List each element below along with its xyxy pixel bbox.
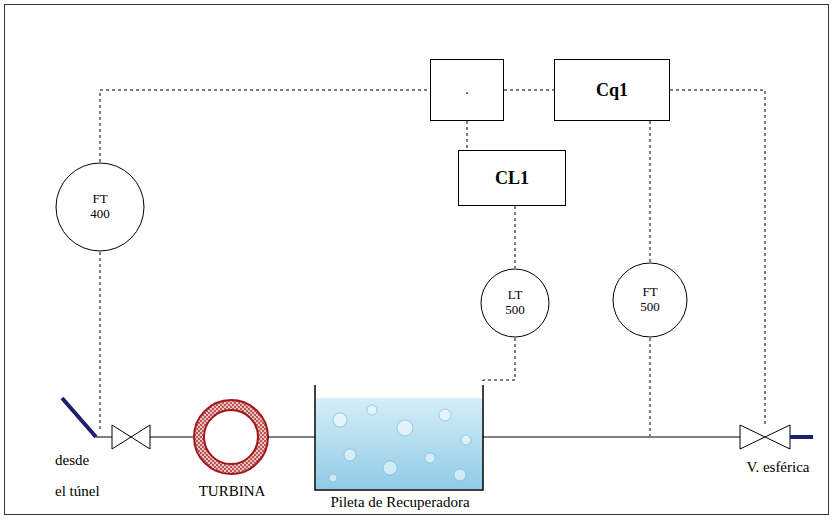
node-text: FT 400 (90, 192, 110, 222)
signal-line (467, 121, 468, 150)
tank-outline (315, 385, 483, 490)
outlet-pipe-end (790, 435, 813, 439)
node-text: . (465, 82, 469, 98)
turbine-symbol (194, 400, 268, 474)
pipe (483, 437, 740, 438)
node-text: CL1 (495, 168, 529, 189)
pipe (150, 437, 193, 438)
drawing-part (461, 435, 471, 445)
inlet-label: el túnel (55, 483, 100, 500)
controller-box: CL1 (458, 150, 566, 206)
signal-line (670, 90, 765, 424)
instrument-circle (613, 263, 687, 337)
node-text: Cq1 (596, 80, 628, 101)
pipe (96, 437, 112, 438)
valve-symbol (112, 425, 150, 449)
signal-line (650, 338, 651, 436)
inlet-label: desde (55, 452, 89, 469)
valve-label: V. esférica (746, 459, 809, 476)
ball-valve-symbol (740, 425, 790, 449)
signal-line (504, 90, 554, 91)
drawing-part (333, 413, 347, 427)
drawing-part (344, 449, 356, 461)
drawing-part (383, 461, 397, 475)
signal-line (100, 90, 430, 162)
signal-line (515, 206, 516, 268)
signal-lines (100, 90, 765, 436)
controller-box: Cq1 (554, 59, 670, 121)
node-text: LT 500 (505, 288, 525, 318)
flow-transmitter: FT 400 (55, 162, 145, 252)
signal-line (483, 338, 515, 384)
signal-line (100, 252, 101, 430)
inlet-pipe-end (62, 398, 96, 437)
tank-label: Pileta de Recuperadora (330, 494, 469, 511)
drawing-part (329, 474, 337, 482)
drawing-part (367, 405, 377, 415)
pipe (268, 437, 315, 438)
water-bubbles (329, 405, 471, 482)
tank-water (316, 398, 483, 489)
summing-box: . (430, 59, 504, 121)
drawing-part (439, 409, 451, 421)
equipment-label: TURBINA (199, 483, 266, 500)
flow-transmitter: FT 500 (612, 262, 688, 338)
drawing-part (454, 469, 466, 481)
instrument-circle (481, 269, 549, 337)
drawing-part (425, 453, 435, 463)
drawing-part (397, 420, 413, 436)
instrument-circle (56, 163, 144, 251)
node-text: FT 500 (640, 285, 660, 315)
signal-line (650, 121, 651, 262)
turbine-core (204, 410, 258, 464)
level-transmitter: LT 500 (480, 268, 550, 338)
frame (5, 5, 829, 515)
